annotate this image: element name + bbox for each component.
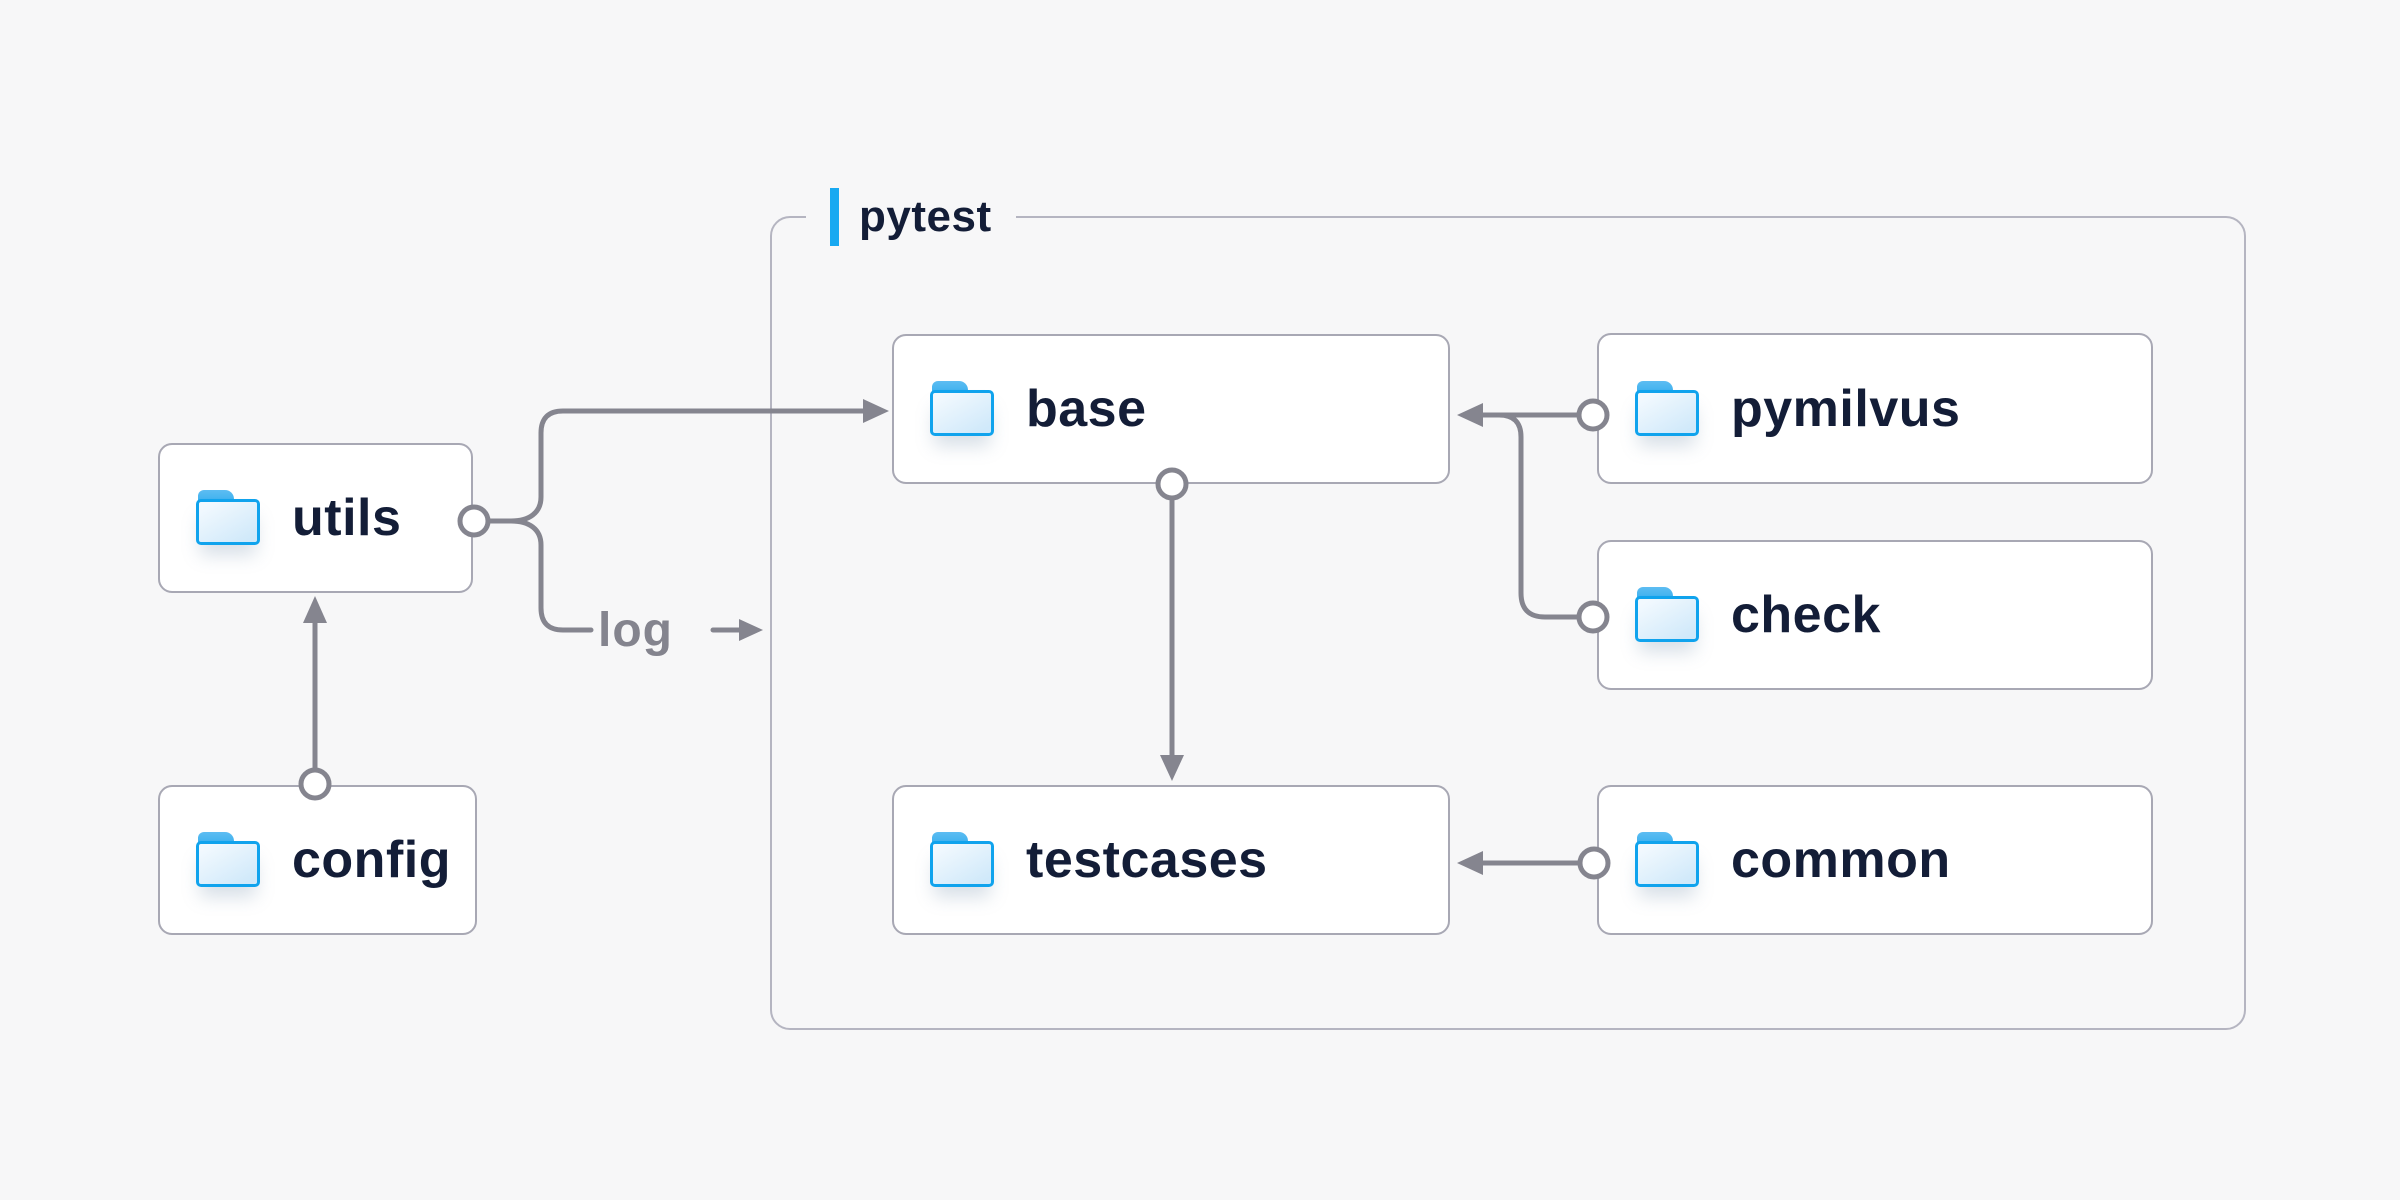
edge-log-label: log <box>598 603 673 657</box>
accent-bar <box>830 188 839 246</box>
node-common: common <box>1597 785 2153 935</box>
folder-icon <box>196 489 262 547</box>
arrowhead-right-log <box>739 619 763 641</box>
node-pymilvus: pymilvus <box>1597 333 2153 484</box>
node-check-label: check <box>1731 586 1881 644</box>
folder-icon <box>1635 586 1701 644</box>
pytest-container-label: pytest <box>806 186 1016 248</box>
folder-icon <box>1635 380 1701 438</box>
pytest-container <box>770 216 2246 1030</box>
node-testcases-label: testcases <box>1026 831 1268 889</box>
node-check: check <box>1597 540 2153 690</box>
folder-icon <box>930 380 996 438</box>
node-base: base <box>892 334 1450 484</box>
pytest-container-title: pytest <box>859 192 992 241</box>
node-utils-label: utils <box>292 489 402 547</box>
node-testcases: testcases <box>892 785 1450 935</box>
node-config: config <box>158 785 477 935</box>
node-common-label: common <box>1731 831 1951 889</box>
node-base-label: base <box>1026 380 1147 438</box>
node-config-label: config <box>292 831 451 889</box>
arrowhead-up-into-utils <box>303 596 327 623</box>
node-utils: utils <box>158 443 473 593</box>
edge-utils-to-log <box>486 518 594 633</box>
node-pymilvus-label: pymilvus <box>1731 379 1961 438</box>
folder-icon <box>196 831 262 889</box>
folder-icon <box>930 831 996 889</box>
folder-icon <box>1635 831 1701 889</box>
